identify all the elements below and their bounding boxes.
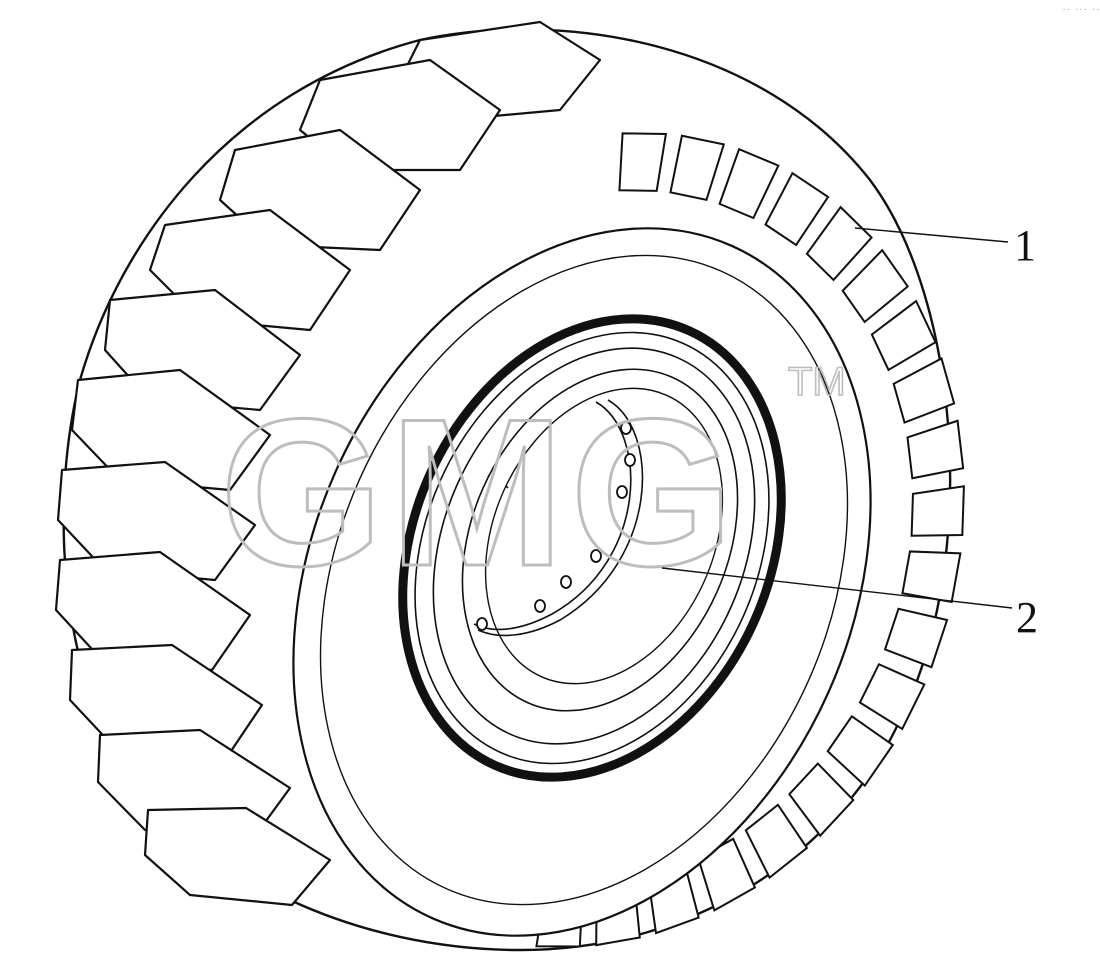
leader-line-1 bbox=[854, 227, 1009, 243]
watermark-text: GMG bbox=[220, 375, 740, 610]
watermark: GMG TM bbox=[219, 359, 847, 611]
tread-lug bbox=[56, 460, 257, 582]
callout-leaders bbox=[661, 227, 1013, 609]
tread-block bbox=[618, 132, 668, 192]
tread-block bbox=[858, 662, 926, 731]
tread-block bbox=[841, 248, 910, 324]
tread-block bbox=[764, 171, 830, 247]
tread-lugs-left bbox=[54, 20, 602, 907]
tread-block bbox=[906, 419, 965, 480]
bolt-hole bbox=[476, 617, 488, 631]
tread-block bbox=[718, 147, 780, 220]
corner-mark: ·· ··· ···· bbox=[1062, 6, 1100, 14]
hub-disc bbox=[473, 399, 644, 637]
tread-lug bbox=[143, 806, 332, 907]
bolt-hole bbox=[624, 453, 636, 467]
rim bbox=[398, 314, 786, 782]
callout-2: 2 bbox=[1016, 593, 1038, 642]
callout-1: 1 bbox=[1014, 221, 1036, 270]
tread-block bbox=[901, 550, 962, 604]
tread-block bbox=[744, 803, 809, 880]
bolt-hole bbox=[534, 599, 546, 613]
bolt-hole bbox=[560, 575, 572, 589]
tread-block bbox=[805, 205, 873, 282]
tread-lug bbox=[54, 550, 252, 672]
tread-block bbox=[892, 356, 956, 424]
tread-block bbox=[788, 762, 855, 838]
leader-line-2 bbox=[661, 567, 1013, 609]
tread-block bbox=[883, 607, 949, 669]
bolt-hole bbox=[616, 485, 628, 499]
bolt-hole bbox=[620, 421, 632, 435]
watermark-tm: TM bbox=[788, 360, 846, 404]
tread-lug bbox=[70, 368, 272, 492]
tread-block bbox=[669, 134, 726, 201]
bolt-holes bbox=[476, 421, 636, 631]
tread-block bbox=[910, 485, 965, 537]
bolt-hole bbox=[590, 549, 602, 563]
tread-block bbox=[870, 299, 937, 372]
tread-block bbox=[826, 714, 895, 788]
